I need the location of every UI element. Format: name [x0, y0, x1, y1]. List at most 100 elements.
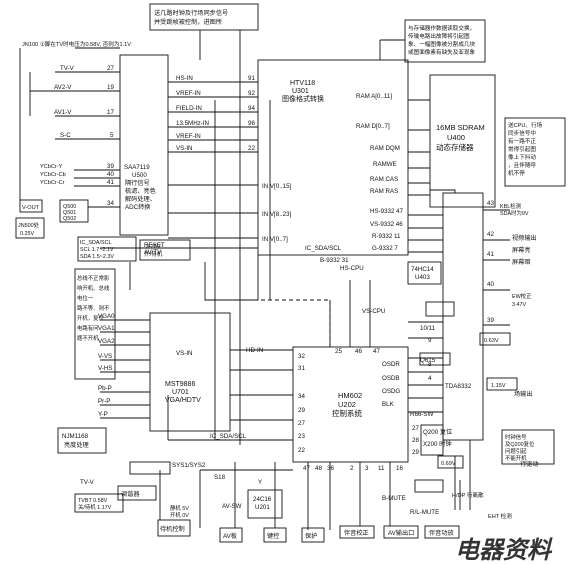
note-tvbt-2: 关/待机 1.17V: [78, 503, 112, 511]
note-left-2: 响开机、总线: [77, 284, 110, 292]
u701-hd-in: HD-IN: [246, 347, 263, 354]
v-vs: V-VS: [98, 353, 112, 360]
x200-label: X200 时钟: [423, 440, 452, 448]
note-hbl-1: 时钟信号: [505, 433, 527, 441]
u500-out-vref: VREF-IN: [176, 90, 201, 97]
note-left-6: 电路有问: [77, 324, 99, 332]
u201-id: U201: [255, 504, 270, 511]
note-jn500-1: JN500处: [18, 221, 40, 229]
u202-r-pin-3: 8: [428, 361, 432, 368]
u202-b16: 16: [396, 465, 403, 472]
note-v115: 1.15V: [491, 383, 506, 389]
tda-pin-40: 40: [487, 281, 494, 288]
input-av2: AV2-V: [54, 84, 72, 91]
note-kbl-1: KBL检测: [500, 202, 521, 210]
rl-label: R/L-MUTE: [410, 509, 439, 516]
amp-label: 伴音功放: [429, 529, 454, 537]
note-v337-2: 3.47V: [512, 302, 526, 308]
u201-box: [247, 489, 283, 519]
u500-desc-4: ADC转换: [125, 203, 150, 211]
u301-ram-cas: RAM CAS: [370, 176, 398, 183]
note-right2-5: 像上下抖动: [508, 153, 536, 161]
u301-ram-d: RAM D[0..7]: [356, 123, 390, 130]
u202-bus: IC_SDA/SCL: [210, 433, 247, 440]
u500-pin-17: 17: [107, 109, 114, 116]
note-left-5: 开机，复位: [77, 314, 105, 322]
u202-r-pin-1: 10/11: [420, 325, 436, 332]
note-right-4: 或图面像素有缺失及亚现象: [408, 48, 476, 56]
standby-label: 待机控制: [160, 525, 185, 533]
keypad-label: 键控: [267, 532, 279, 540]
note-v325-2: 开/待机: [144, 250, 163, 258]
u701-box: [149, 312, 231, 432]
note-hbl-4: 不能开机: [505, 454, 527, 462]
u301-pin-92: 92: [248, 90, 255, 97]
u202-pin-22: 22: [298, 447, 305, 454]
u202-r-pin-7: 29: [412, 449, 419, 456]
u301-pin-22: 22: [248, 145, 255, 152]
u500-desc-2: 梳滤、亮色: [125, 187, 156, 195]
njm-part: NJM1168: [62, 433, 89, 440]
q200-label: Q200 复位: [423, 428, 452, 436]
note-v325-1: 3.25V: [146, 244, 161, 250]
v-hs: V-HS: [98, 365, 112, 372]
input-cb: YCbCr-Cb: [40, 172, 66, 178]
u403-box: [407, 261, 442, 285]
right-label-5: 行驱动: [520, 460, 539, 468]
watermark: 电器资料: [455, 535, 553, 564]
u202-b2: 2: [350, 465, 354, 472]
avboard-label: AV板: [223, 532, 237, 540]
u202-osdg: OSDG: [382, 388, 400, 395]
tda-pin-41: 41: [487, 251, 494, 258]
u500-pin-41: 41: [107, 179, 114, 186]
u202-desc: 控制系统: [332, 408, 362, 418]
u301-out-r: R-9332 11: [372, 233, 401, 240]
q502: Q502: [63, 216, 76, 222]
av-port-label: AV输出口: [388, 529, 414, 537]
q500-box: [59, 199, 89, 223]
u301-pin-94: 94: [248, 105, 255, 112]
u202-b48: 48: [315, 465, 322, 472]
njm-desc: 亮度处理: [64, 441, 89, 449]
u202-pin-32: 32: [298, 353, 305, 360]
u301-pin-96: 96: [248, 120, 255, 127]
note-right-2: 传输电路出故障将引起图: [408, 32, 470, 40]
u202-pin-29: 29: [298, 407, 305, 414]
audio-out-label: 伴音校正: [344, 529, 369, 537]
u202-r-pin-5: 27: [412, 425, 419, 432]
u202-osdb: OSDB: [382, 375, 400, 382]
pb-p: Pb-P: [98, 385, 112, 392]
note-bright-2: 开机 0V: [170, 511, 189, 519]
u202-pin-23: 23: [298, 433, 305, 440]
input-av1: AV1-V: [54, 109, 72, 116]
u500-out-hs: HS-IN: [176, 75, 193, 82]
u202-b36: 36: [327, 465, 334, 472]
note-kbl-2: SDA时为9V: [500, 209, 529, 217]
u202-r66sw: R66-SW: [410, 411, 434, 418]
u202-pin-25: 25: [335, 348, 342, 355]
note-right2-6: ，且伴随呼: [508, 161, 536, 169]
u301-box: [257, 59, 409, 256]
sys-label: SYS1/SYS2: [172, 462, 206, 469]
note-left-4: 路不等、则不: [77, 304, 110, 312]
u400-box: [429, 74, 496, 208]
input-vout: V-OUT: [22, 205, 40, 211]
u500-pin-40: 40: [107, 171, 114, 178]
u400-part: 16MB SDRAM: [436, 123, 485, 132]
input-y: YCbCr-Y: [40, 164, 63, 170]
s18-label: S18: [214, 474, 226, 481]
v-out-box: [19, 199, 43, 213]
u500-out-vs: VS-IN: [176, 145, 193, 152]
u500-out-clk: 13.5MHz-IN: [176, 120, 209, 127]
protect-label: 保护: [305, 532, 317, 540]
u202-r-pin-4: 4: [428, 375, 432, 382]
note-right2-4: 常得引起图: [508, 145, 536, 153]
u500-part: SAA7119: [124, 164, 150, 171]
u301-out-g: G-9332 7: [372, 245, 398, 252]
input-sc: S-C: [60, 132, 71, 139]
note-tvbt-1: TVBT 0.58V: [78, 498, 108, 504]
u301-desc: 图像格式转换: [282, 94, 324, 103]
njm-box: [57, 427, 107, 454]
note-top-1: 送几路时钟及行场同步信号: [154, 9, 228, 17]
